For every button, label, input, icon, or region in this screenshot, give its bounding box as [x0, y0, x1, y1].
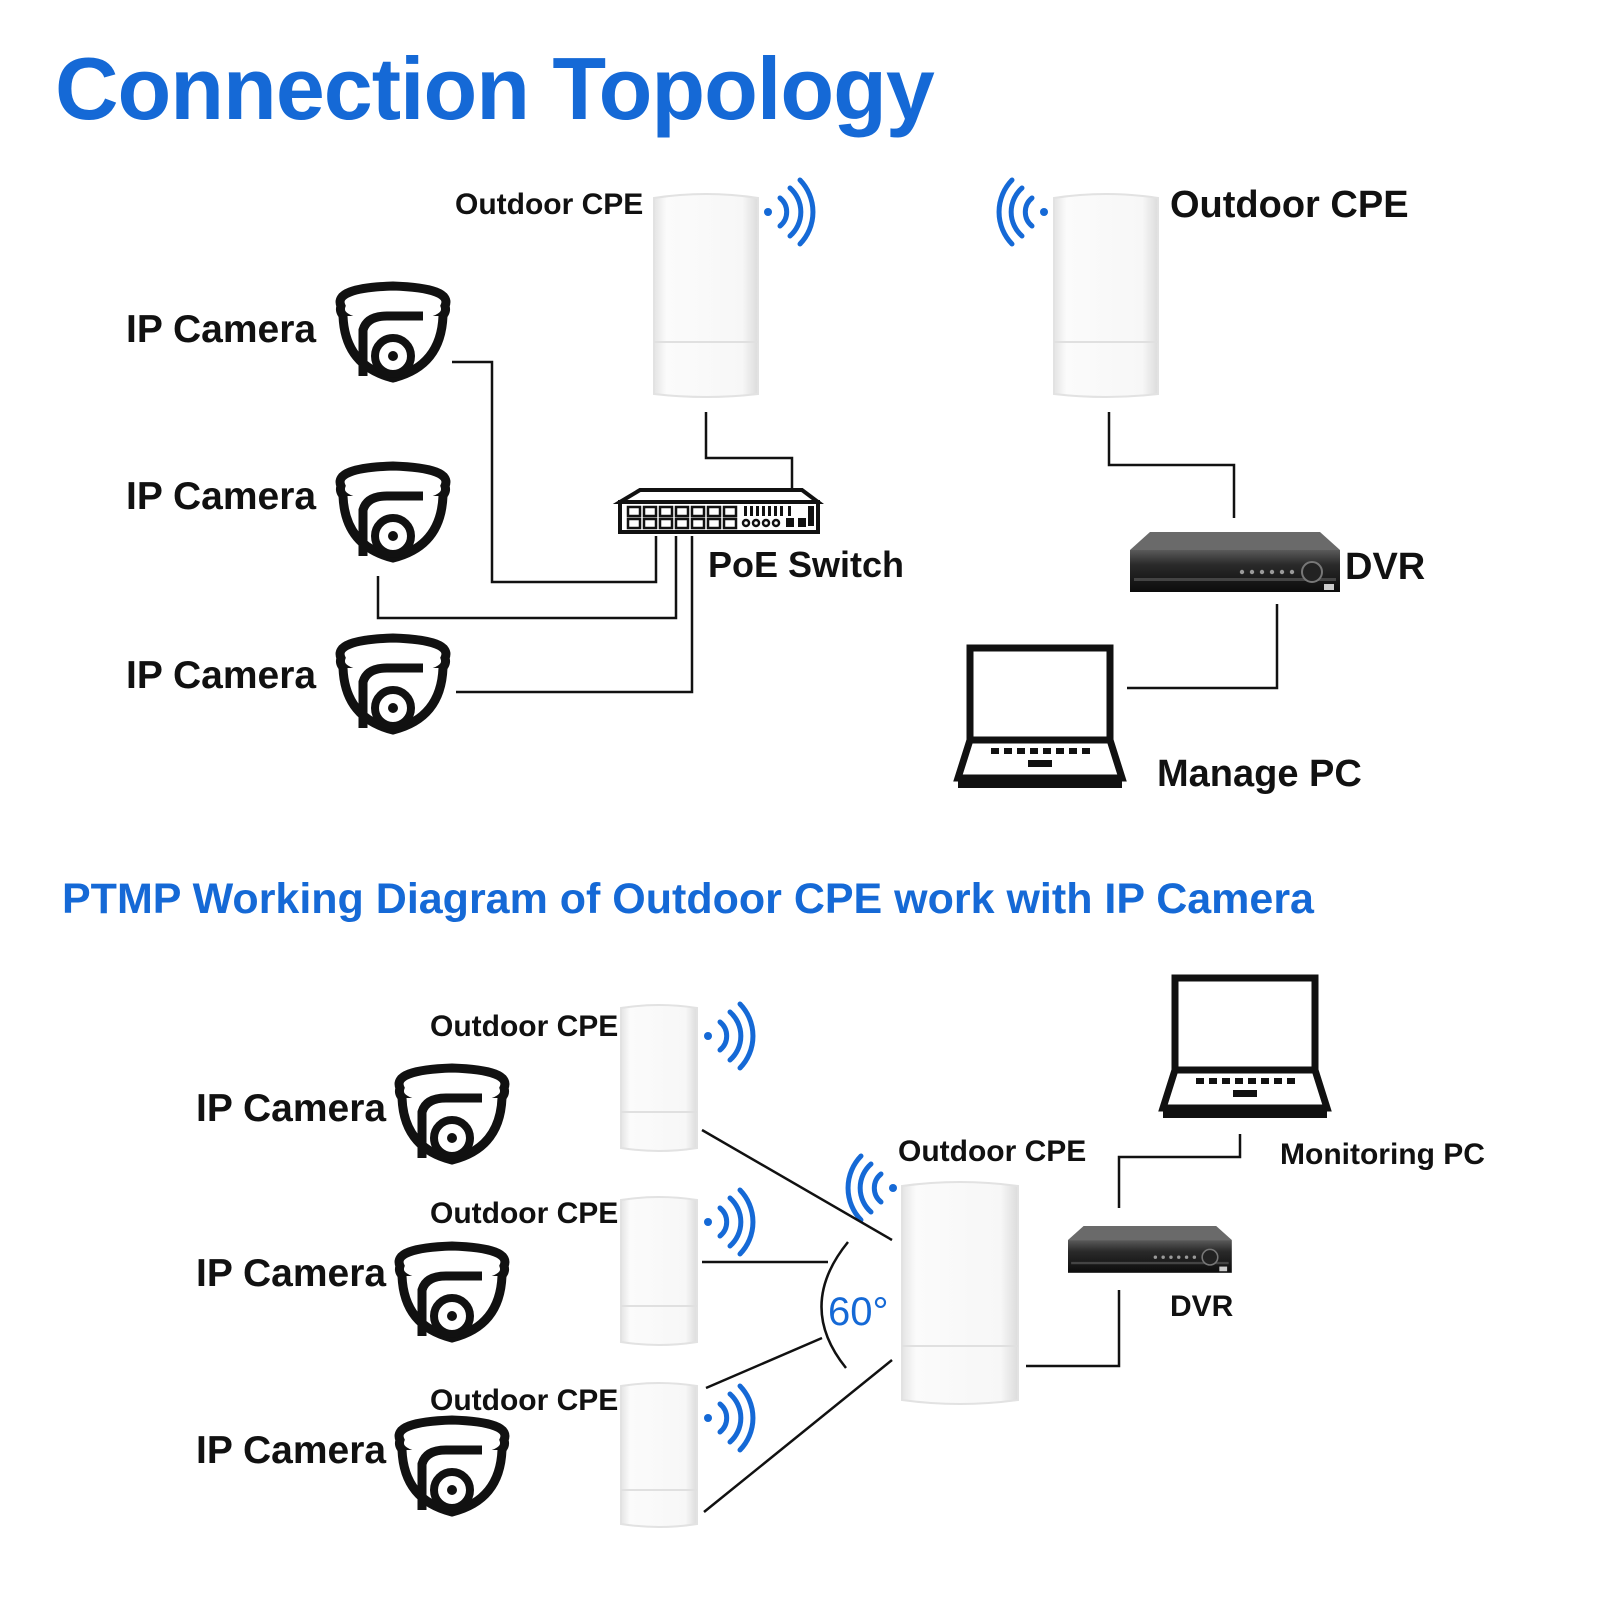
- connection-lines-bottom: [701, 1128, 1242, 1513]
- dvr-icon: [1067, 1225, 1233, 1274]
- wifi-signal-icon: [704, 1386, 753, 1450]
- outdoor-cpe-bottom-1: [620, 1004, 698, 1152]
- camera-label-bottom-3: IP Camera: [196, 1429, 387, 1472]
- ip-camera-icon: [399, 1246, 505, 1338]
- camera-label-bottom-1: IP Camera: [196, 1087, 387, 1130]
- cpe-label-bottom-2: Outdoor CPE: [430, 1197, 619, 1230]
- wifi-signal-icon: [999, 180, 1048, 244]
- camera-label-3: IP Camera: [126, 654, 317, 697]
- dvr-icon: [1129, 531, 1341, 593]
- camera-label-1: IP Camera: [126, 308, 317, 351]
- cpe-label-bottom-1: Outdoor CPE: [430, 1010, 619, 1043]
- outdoor-cpe-center: [901, 1181, 1019, 1405]
- camera-label-bottom-2: IP Camera: [196, 1252, 387, 1295]
- outdoor-cpe-top-left: [653, 193, 759, 398]
- wifi-signal-icon: [848, 1156, 897, 1220]
- cpe-label-bottom-3: Outdoor CPE: [430, 1384, 619, 1417]
- camera-label-2: IP Camera: [126, 475, 317, 518]
- cpe-label-top-right: Outdoor CPE: [1170, 184, 1409, 226]
- laptop-icon: [958, 648, 1122, 788]
- cpe-label-top-left: Outdoor CPE: [455, 188, 644, 221]
- wifi-signal-icon: [764, 180, 813, 244]
- poe-switch-label: PoE Switch: [708, 544, 905, 585]
- outdoor-cpe-top-right: [1053, 193, 1159, 398]
- connection-lines-top: [376, 360, 1279, 694]
- dvr-label-top: DVR: [1345, 546, 1426, 588]
- ip-camera-icon: [340, 466, 446, 558]
- section-subtitle: PTMP Working Diagram of Outdoor CPE work…: [62, 875, 1314, 923]
- laptop-icon: [1163, 978, 1327, 1118]
- wifi-signal-icon: [704, 1190, 753, 1254]
- outdoor-cpe-bottom-3: [620, 1382, 698, 1528]
- angle-label: 60°: [828, 1290, 889, 1334]
- cpe-label-center: Outdoor CPE: [898, 1135, 1087, 1168]
- wifi-signal-icon: [704, 1004, 753, 1068]
- ip-camera-icon: [340, 286, 446, 378]
- manage-pc-label: Manage PC: [1157, 753, 1362, 795]
- outdoor-cpe-bottom-2: [620, 1196, 698, 1346]
- dvr-label-bottom: DVR: [1170, 1290, 1234, 1323]
- page-title: Connection Topology: [55, 39, 935, 138]
- ip-camera-icon: [340, 638, 446, 730]
- monitoring-pc-label: Monitoring PC: [1280, 1138, 1485, 1171]
- ip-camera-icon: [399, 1068, 505, 1160]
- poe-switch-icon: [612, 488, 824, 534]
- ip-camera-icon: [399, 1420, 505, 1512]
